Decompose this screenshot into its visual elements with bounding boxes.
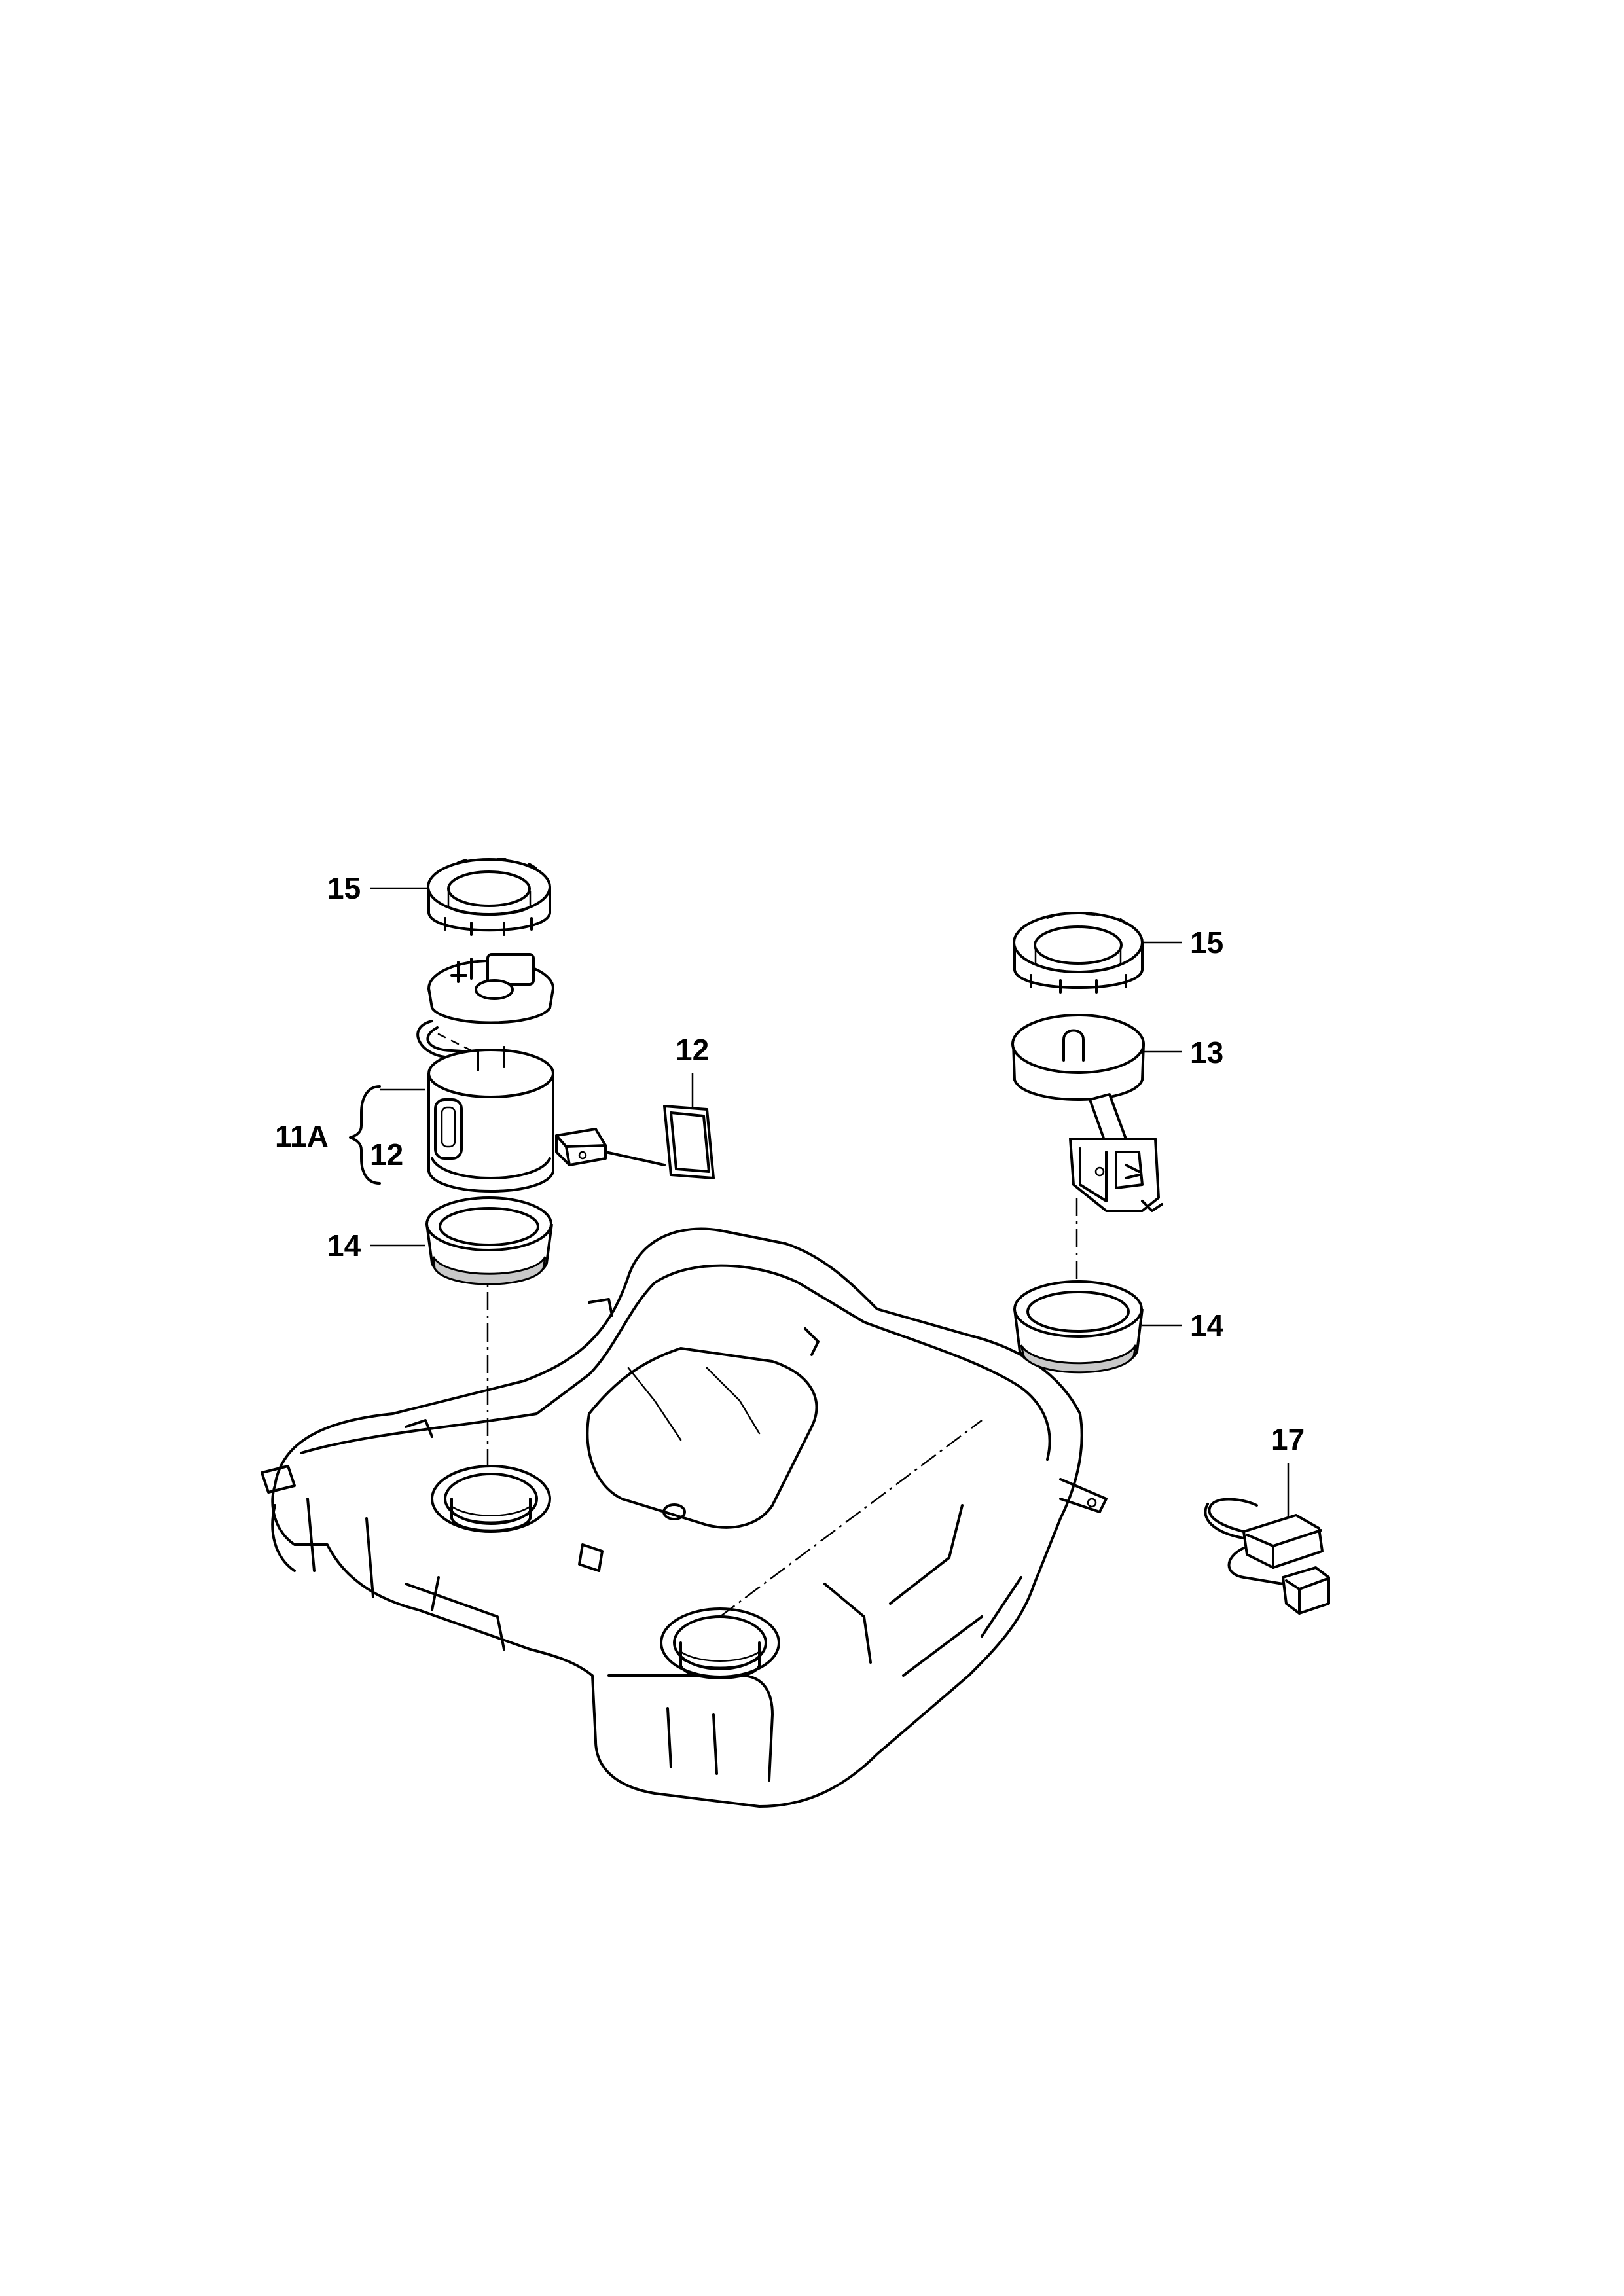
fuel-tank-icon xyxy=(261,1227,1108,1808)
callout-17: 17 xyxy=(1271,1422,1305,1456)
seal-ring-left xyxy=(425,1196,553,1285)
axis-line-right-diagonal xyxy=(719,1420,983,1617)
wiring-harness-icon xyxy=(1204,1498,1330,1615)
fuel-level-sender-left xyxy=(555,1105,715,1179)
fuel-pump-module xyxy=(416,953,554,1193)
leader-lines xyxy=(370,887,1290,1518)
locking-ring-right xyxy=(1013,912,1144,994)
locking-ring-left xyxy=(427,858,551,936)
callout-13: 13 xyxy=(1190,1035,1223,1069)
callout-15-left: 15 xyxy=(327,871,361,905)
callout-14-left: 14 xyxy=(327,1229,361,1263)
callout-11A: 11A xyxy=(275,1119,329,1153)
bracket-11A xyxy=(349,1085,425,1185)
callout-12-sender: 12 xyxy=(676,1033,709,1067)
callout-15-right: 15 xyxy=(1190,925,1223,960)
seal-ring-right xyxy=(1013,1280,1144,1374)
callout-12-module: 12 xyxy=(370,1138,403,1172)
fuel-level-sender-right xyxy=(1011,1014,1163,1212)
callout-labels: 15 12 11A 12 14 15 13 14 17 xyxy=(275,871,1305,1456)
callout-14-right: 14 xyxy=(1190,1308,1224,1342)
